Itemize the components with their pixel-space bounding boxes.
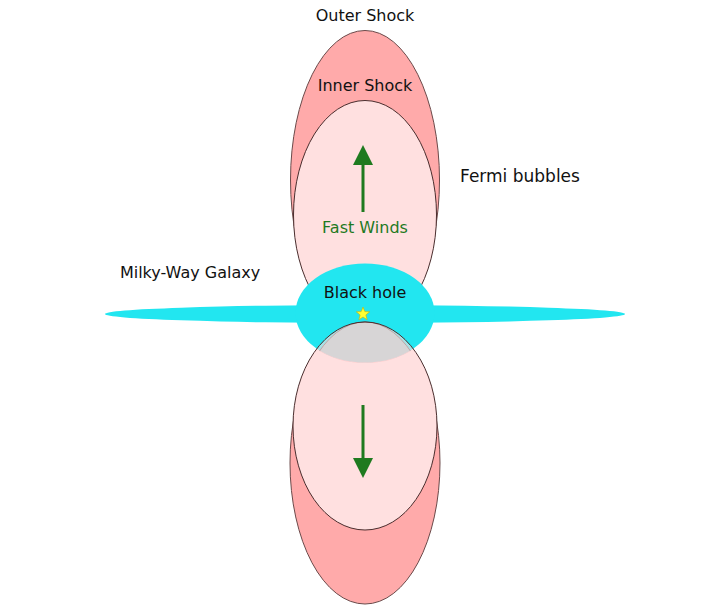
galaxy-label: Milky-Way Galaxy bbox=[120, 263, 260, 283]
region-label: Fermi bubbles bbox=[460, 166, 580, 186]
black-hole-label: Black hole bbox=[324, 283, 407, 303]
shock-label: Inner Shock bbox=[318, 76, 413, 96]
wind-label: Fast Winds bbox=[322, 218, 408, 238]
shock-label: Outer Shock bbox=[316, 6, 415, 26]
